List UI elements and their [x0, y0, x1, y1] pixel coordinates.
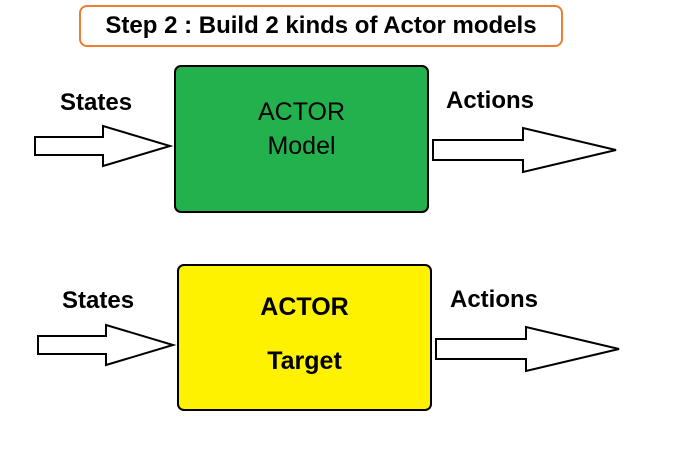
model-input-label: States	[60, 89, 133, 116]
target-input-label: States	[62, 287, 135, 314]
target-input-arrow	[37, 323, 177, 367]
target-output-label: Actions	[450, 286, 539, 313]
title-text: Step 2 : Build 2 kinds of Actor models	[105, 12, 537, 39]
actor-target-line2: Target	[267, 347, 342, 375]
actor-model-line1: ACTOR	[257, 98, 346, 126]
actor-target-block: ACTOR Target	[177, 264, 432, 411]
model-output-label: Actions	[446, 87, 535, 114]
actor-target-line1: ACTOR	[260, 293, 349, 321]
actor-model-line2: Model	[267, 132, 336, 160]
model-input-arrow	[34, 124, 174, 168]
target-output-arrow	[435, 325, 620, 373]
title-box: Step 2 : Build 2 kinds of Actor models	[79, 5, 563, 47]
model-output-arrow	[432, 126, 617, 174]
actor-model-block: ACTOR Model	[174, 65, 429, 213]
